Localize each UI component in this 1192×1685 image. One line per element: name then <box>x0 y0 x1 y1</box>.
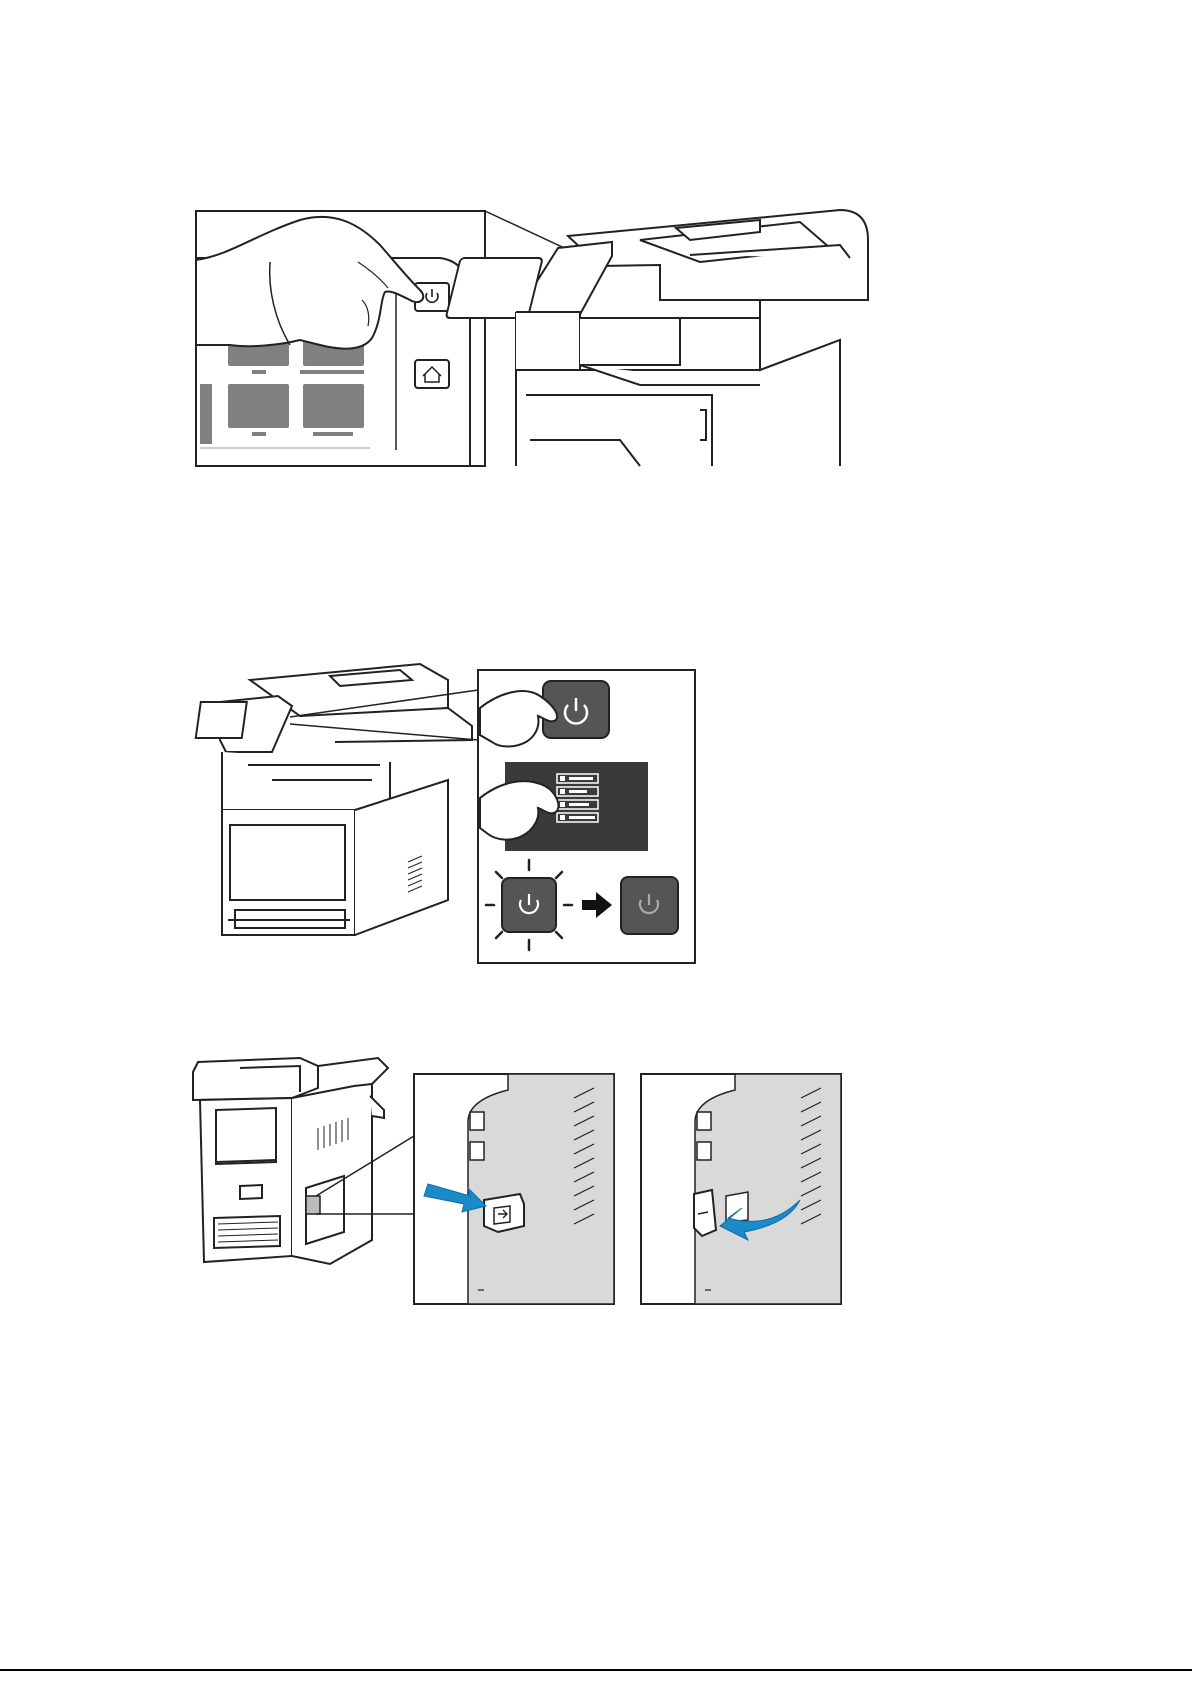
figure-1-illustration <box>0 0 1192 480</box>
footer-rule <box>0 1669 1192 1671</box>
step-select-power-off <box>480 762 648 851</box>
printer-icon <box>196 664 472 935</box>
detail-release-switch <box>641 1074 841 1304</box>
switch-icon <box>484 1194 524 1232</box>
figure-press-power-button <box>0 0 1192 480</box>
figure-3-illustration <box>0 1000 1192 1340</box>
rear-cover <box>468 1074 614 1304</box>
printer-rear-icon <box>193 1058 388 1264</box>
printer-icon <box>446 210 868 466</box>
figure-rear-power-switch <box>0 1000 1192 1340</box>
home-button-detail <box>415 360 449 388</box>
figure-2-illustration <box>0 480 1192 1000</box>
rear-cover <box>695 1074 841 1304</box>
detail-push-switch <box>414 1074 614 1304</box>
switch-location-marker <box>306 1196 320 1214</box>
power-button-off <box>621 877 678 934</box>
figure-power-off-sequence <box>0 480 1192 1000</box>
